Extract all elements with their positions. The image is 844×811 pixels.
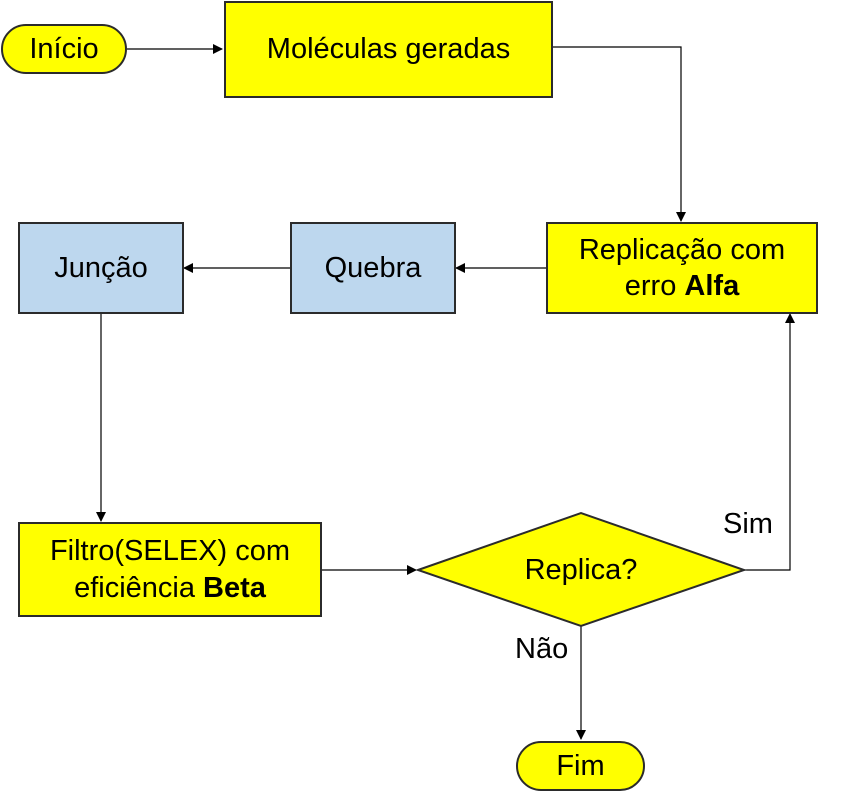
generated-label: Moléculas geradas [266, 33, 511, 66]
filter-line2: eficiência Beta [50, 570, 290, 606]
end-label: Fim [556, 749, 605, 782]
start-label: Início [29, 32, 99, 65]
filter-line2-prefix: eficiência [74, 571, 204, 604]
break-label: Quebra [324, 251, 422, 284]
replication-line1: Replicação com [578, 233, 786, 266]
generated-molecules-node: Moléculas geradas [224, 1, 553, 98]
filter-line1: Filtro(SELEX) com [49, 535, 291, 568]
replication-node: Replicação com erro Alfa [546, 222, 818, 314]
edge-decision-to-replication [744, 313, 795, 571]
edge-generated-to-replication [552, 46, 686, 222]
replication-alpha: Alfa [684, 270, 740, 302]
filter-beta: Beta [203, 571, 266, 604]
replication-line2-prefix: erro [624, 270, 685, 302]
start-node: Início [1, 24, 127, 74]
decision-diamond [414, 511, 748, 628]
junction-node: Junção [18, 222, 184, 314]
yes-label: Sim [723, 508, 773, 540]
no-label: Não [515, 633, 569, 665]
junction-label: Junção [54, 251, 148, 284]
filter-node: Filtro(SELEX) com eficiência Beta [18, 522, 322, 617]
break-node: Quebra [290, 222, 456, 314]
decision-label: Replica? [524, 553, 638, 586]
end-node: Fim [516, 741, 645, 791]
replication-line2: erro Alfa [579, 268, 785, 304]
